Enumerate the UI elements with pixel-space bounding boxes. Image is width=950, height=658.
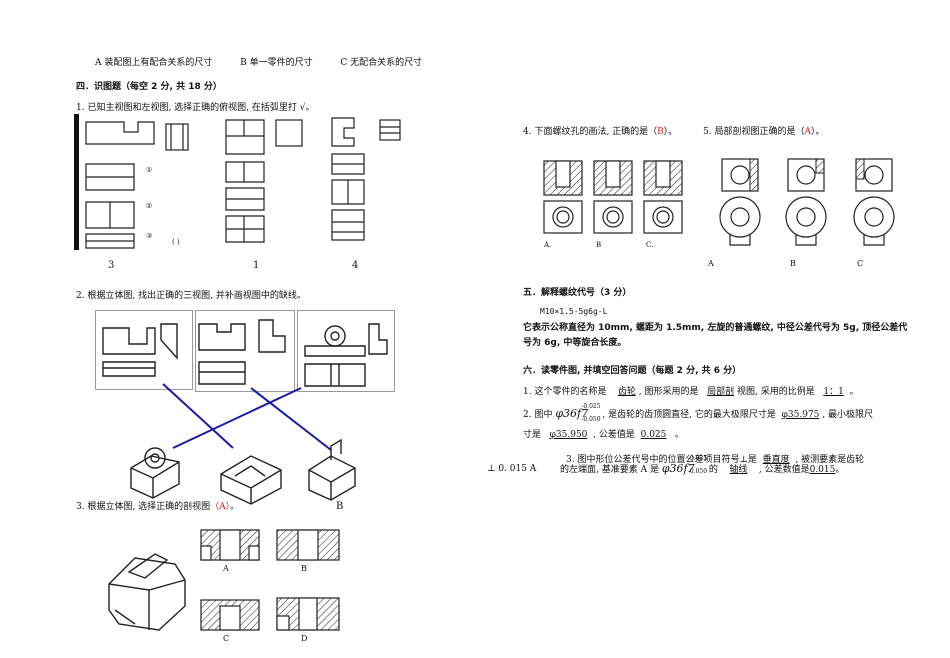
q6-3-item: 垂直度 (762, 455, 790, 465)
q1-answer-1: 3 (108, 260, 115, 271)
q4-label-a: A. (544, 241, 552, 249)
q6-3-text-a: 3. 图中形位公差代号中的位置公差项目符号⊥是 (566, 455, 757, 465)
tol-base: φ36f7 (555, 407, 589, 420)
q2-text: 2. 根据立体图, 找出正确的三视图, 并补画视图中的缺线。 (76, 291, 306, 301)
option-b: B 单一零件的尺寸 (240, 58, 313, 68)
q5-label-a: A (708, 259, 714, 268)
section6-title: 六．读零件图, 并填空回答问题（每题 2 分, 共 6 分） (523, 366, 742, 376)
section5-title: 五．解释螺纹代号（3 分） (523, 288, 632, 298)
q4-text: 4. 下面螺纹孔的画法, 正确的是（ (523, 127, 658, 137)
q5-label-c: C (857, 259, 864, 268)
q6-2-max: φ35.975 (781, 410, 820, 420)
q5-answer: A (804, 127, 812, 137)
q4-drawing (543, 160, 683, 234)
option-a: A 装配图上有配合关系的尺寸 (95, 58, 213, 68)
q4-label-c: C. (646, 241, 654, 249)
q6-2-min: φ35.950 (549, 430, 588, 440)
section4-title: 四．识图题（每空 2 分, 共 18 分） (76, 82, 222, 92)
q6-3-text-f: 。 (835, 465, 845, 475)
q6-2-text-d: 寸是 (523, 430, 542, 440)
q1-text: 1. 已知主视图和左视图, 选择正确的俯视图, 在括弧里打 √。 (76, 103, 315, 113)
q6-3-value: 0.015 (809, 465, 836, 475)
q5-label-b: B (790, 259, 796, 268)
q1-drawing (74, 114, 401, 250)
q6-2-text-b: , 是齿轮的齿顶圆直径, 它的最大极限尺寸是 (602, 410, 776, 420)
q3-label-a: A (223, 564, 229, 573)
gdt-frame: ⊥ 0. 015 A (487, 464, 537, 474)
q6-1-view: 局部剖 (707, 387, 735, 397)
q1-mark-1: ① (146, 166, 153, 174)
q1-mark-2: ② (146, 202, 153, 210)
q6-2-tolval: 0.025 (640, 430, 667, 440)
q5-text: 5. 局部剖视图正确的是（ (703, 127, 805, 137)
q1-mark-3: ③ (146, 232, 153, 240)
q6-3-datum: 轴线 (729, 465, 748, 475)
q3-drawing (108, 529, 340, 631)
option-c: C 无配合关系的尺寸 (340, 58, 423, 68)
q4-label-b: B (596, 241, 602, 249)
q2-drawing (102, 319, 388, 505)
options-line: A 装配图上有配合关系的尺寸 B 单一零件的尺寸 C 无配合关系的尺寸 (95, 55, 455, 68)
tol-lower: -0.050 (581, 416, 601, 423)
q1-answer-2: 1 (253, 260, 260, 271)
q4-figure: A. B C. (540, 155, 690, 255)
q3-figure: A B C D (105, 520, 355, 654)
q6-1: 1. 这个零件的名称是 齿轮 , 图形采用的是 局部剖 视图, 采用的比例是 1… (523, 384, 923, 397)
q3-label-c: C (223, 634, 230, 643)
tol-base-2: φ36f7 (661, 462, 695, 475)
q6-1-text-d: 。 (849, 387, 859, 397)
q3-prefix: 3. 根据立体图, 选择正确的剖视图 (76, 502, 211, 512)
q3-line: 3. 根据立体图, 选择正确的剖视图（A）。 (76, 499, 239, 512)
q6-2-text-c: , 最小极限尺 (822, 410, 874, 420)
q6-3-text-c: 的左端面, 基准要素 A 是 (560, 465, 659, 475)
q1-answer-3: 4 (352, 260, 359, 271)
q6-2-text-e: , 公差值是 (593, 430, 635, 440)
tolerance-dim-2: φ36f7-0.025 -0.050 (661, 455, 707, 475)
tol-lower-2: -0.050 (687, 468, 708, 475)
q4-close: ）。 (663, 127, 678, 137)
tolerance-dim: φ36f7-0.025 -0.050 (555, 403, 600, 424)
q4-q5-line: 4. 下面螺纹孔的画法, 正确的是（B）。 5. 局部剖视图正确的是（A）。 (523, 124, 825, 137)
q2-figure (95, 310, 395, 510)
q6-1-name: 齿轮 (617, 387, 636, 397)
q5-close: ）。 (811, 127, 825, 137)
q6-2-text-f: 。 (674, 430, 684, 440)
q6-1-scale: 1：1 (823, 387, 844, 397)
q5-drawing (719, 158, 895, 246)
q1-figure: ① ② ③ ( ) (74, 114, 401, 252)
q5-figure (716, 155, 906, 255)
q6-2-text-a: 2. 图中 (523, 410, 553, 420)
q6-1-text-c: 视图, 采用的比例是 (737, 387, 815, 397)
q6-2: 2. 图中 φ36f7-0.025 -0.050 , 是齿轮的齿顶圆直径, 它的最… (523, 403, 923, 445)
thread-explanation: 它表示公称直径为 10mm, 螺距为 1.5mm, 左旋的普通螺纹, 中径公差代… (523, 323, 908, 348)
tol-upper: -0.025 (581, 403, 601, 410)
q1-mark-paren: ( ) (172, 238, 180, 246)
q2-label-b: B (336, 501, 344, 512)
tol-upper-2: -0.025 (687, 455, 708, 462)
q3-label-b: B (301, 564, 307, 573)
q3-answer: （A） (210, 502, 231, 512)
q6-1-text-b: , 图形采用的是 (638, 387, 699, 397)
q6-3-text-d: 的 (708, 465, 718, 475)
q6-3: 3. 图中形位公差代号中的位置公差项目符号⊥是 垂直度 , 被测要素是齿轮 (566, 452, 916, 465)
q3-suffix: 。 (230, 502, 240, 512)
q6-3-text-e: , 公差数值是 (758, 465, 810, 475)
q6-3-text-b: , 被测要素是齿轮 (795, 455, 865, 465)
q3-label-d: D (301, 634, 308, 643)
q4-answer: B (657, 127, 664, 137)
q6-1-text-a: 1. 这个零件的名称是 (523, 387, 607, 397)
thread-code: M10×1.5-5g6g-L (540, 307, 608, 316)
q6-3-line2: 的左端面, 基准要素 A 是 φ36f7-0.025 -0.050 的 轴线 , … (560, 455, 920, 475)
